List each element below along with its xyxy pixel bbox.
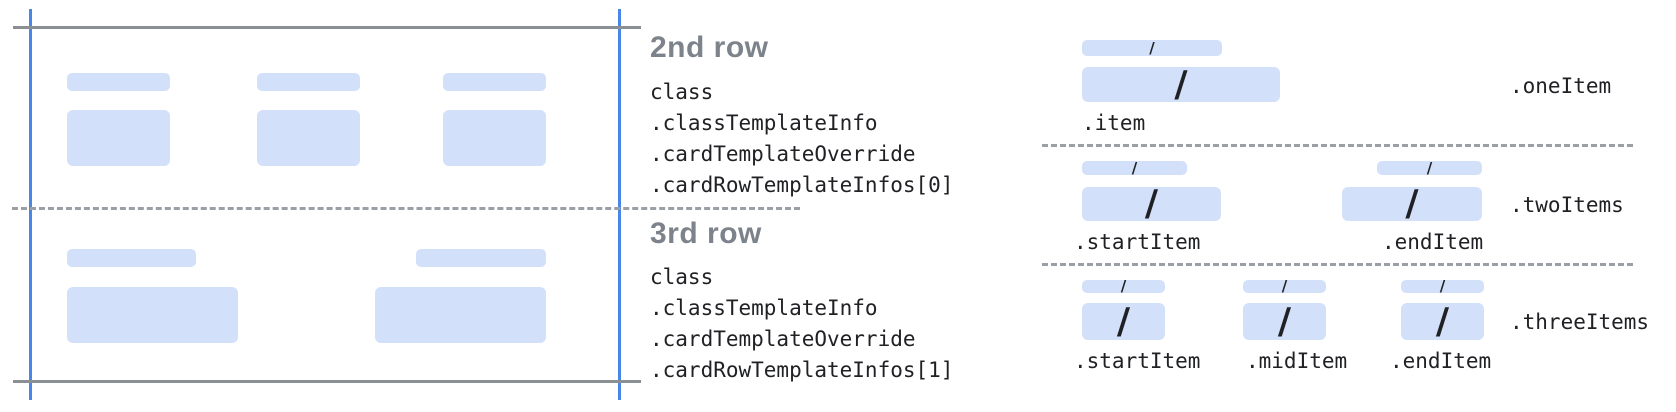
row2-col2-label-bar (257, 73, 360, 91)
two-items-end-label-bar: / (1377, 158, 1482, 177)
row2-col3-value-bar (443, 110, 546, 166)
three-items-mid-label-bar: / (1243, 277, 1326, 295)
one-item-value-bar: / (1082, 63, 1280, 105)
row3-code-line-1: class (650, 265, 714, 289)
start-item-label: .startItem (1074, 349, 1201, 373)
row3-col2-label-bar (416, 249, 546, 267)
row2-code-line-2: .classTemplateInfo (650, 111, 878, 135)
two-items-end-value-bar: / (1342, 183, 1482, 224)
left-guide-line (29, 9, 32, 400)
row3-code-line-4: .cardRowTemplateInfos[1] (650, 358, 954, 382)
row3-col1-label-bar (67, 249, 196, 267)
three-items-start-label-bar: / (1082, 277, 1165, 295)
item-label: .item (1082, 111, 1146, 135)
row2-col2-value-bar (257, 110, 360, 166)
end-item-label: .endItem (1382, 230, 1484, 254)
row-divider-dashed-line (12, 207, 800, 210)
slash-placeholder-icon: / (1277, 300, 1292, 342)
row3-code-line-3: .cardTemplateOverride (650, 327, 916, 351)
slash-placeholder-icon: / (1405, 183, 1419, 224)
two-items-start-label-bar: / (1082, 158, 1187, 177)
end-item-label: .endItem (1390, 349, 1492, 373)
three-items-start-value-bar: / (1082, 303, 1165, 340)
slash-placeholder-icon: / (1131, 158, 1138, 177)
row2-code-line-3: .cardTemplateOverride (650, 142, 916, 166)
one-item-label-bar: / (1082, 40, 1222, 56)
three-items-end-label-bar: / (1401, 277, 1484, 295)
row2-col3-label-bar (443, 73, 546, 91)
row3-col2-value-bar (375, 287, 546, 343)
right-guide-line (618, 9, 621, 400)
row3-col1-value-bar (67, 287, 238, 343)
section-divider-dashed-line (1042, 144, 1633, 147)
row3-heading: 3rd row (650, 217, 762, 250)
three-items-mid-value-bar: / (1243, 303, 1326, 340)
two-items-start-value-bar: / (1082, 183, 1221, 224)
row2-col1-label-bar (67, 73, 170, 91)
slash-placeholder-icon: / (1116, 300, 1131, 342)
row3-code-line-2: .classTemplateInfo (650, 296, 878, 320)
row2-code-line-4: .cardRowTemplateInfos[0] (650, 173, 954, 197)
slash-placeholder-icon: / (1144, 183, 1159, 224)
mid-item-label: .midItem (1246, 349, 1348, 373)
row2-heading: 2nd row (650, 31, 769, 64)
bottom-guide-line (13, 380, 641, 383)
two-items-group-label: .twoItems (1510, 193, 1624, 217)
slash-placeholder-icon: / (1281, 277, 1288, 295)
three-items-end-value-bar: / (1401, 303, 1484, 340)
slash-placeholder-icon: / (1120, 277, 1127, 295)
section-divider-dashed-line (1042, 263, 1633, 266)
row2-col1-value-bar (67, 110, 170, 166)
slash-placeholder-icon: / (1435, 300, 1450, 342)
slash-placeholder-icon: / (1174, 63, 1188, 105)
slash-placeholder-icon: / (1439, 277, 1446, 295)
slash-placeholder-icon: / (1426, 158, 1433, 177)
row2-code-block: class .classTemplateInfo .cardTemplateOv… (650, 77, 953, 201)
one-item-group-label: .oneItem (1510, 74, 1612, 98)
three-items-group-label: .threeItems (1510, 310, 1650, 334)
row2-code-line-1: class (650, 80, 714, 104)
top-guide-line (13, 26, 641, 29)
slash-placeholder-icon: / (1149, 38, 1155, 57)
start-item-label: .startItem (1074, 230, 1201, 254)
row3-code-block: class .classTemplateInfo .cardTemplateOv… (650, 262, 953, 386)
